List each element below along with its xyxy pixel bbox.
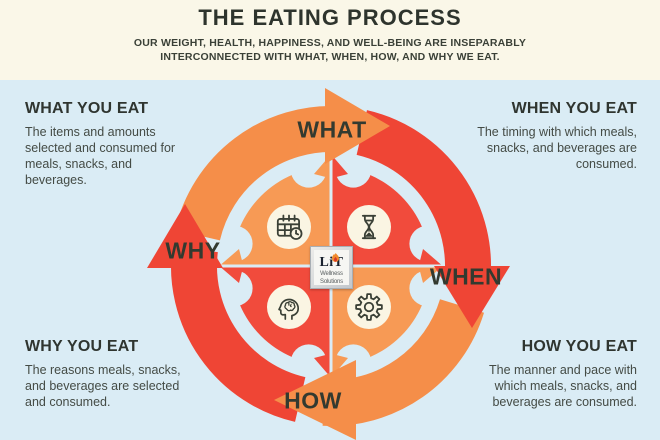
cycle-label-when: WHEN — [429, 263, 503, 290]
when-arc — [356, 110, 491, 286]
calendar-clock-icon — [276, 214, 303, 240]
page-subtitle: OUR WEIGHT, HEALTH, HAPPINESS, AND WELL-… — [133, 37, 527, 64]
section-what-heading: WHAT YOU EAT — [25, 100, 149, 117]
section-why-body: The reasons meals, snacks, and beverages… — [25, 363, 181, 409]
cycle-label-what: WHAT — [297, 116, 367, 143]
quadrant-notches — [216, 151, 446, 381]
why-arc — [171, 246, 306, 422]
quadrant-tabs — [221, 156, 441, 376]
brand-tagline-line2: Solutions — [320, 279, 343, 285]
brand-logo: LiT Wellness Solutions — [310, 246, 353, 289]
header-band — [0, 0, 660, 80]
flame-icon — [332, 253, 339, 262]
section-how: HOW YOU EAT The manner and pace with whi… — [465, 338, 637, 410]
section-how-body: The manner and pace with which meals, sn… — [488, 363, 637, 409]
cycle-label-why: WHY — [165, 237, 221, 264]
section-when-body: The timing with which meals, snacks, and… — [477, 125, 637, 171]
how-arrowhead — [274, 360, 356, 440]
inner-quadrants — [216, 151, 446, 381]
section-when: WHEN YOU EAT The timing with which meals… — [467, 100, 637, 172]
what-arc — [175, 106, 340, 241]
why-arrowhead — [147, 204, 223, 268]
how-icon-circle — [347, 285, 391, 329]
section-when-heading: WHEN YOU EAT — [511, 100, 637, 117]
cycle-ring — [147, 88, 510, 440]
section-how-heading: HOW YOU EAT — [521, 338, 637, 355]
hourglass-icon — [361, 214, 377, 240]
when-arrowhead — [434, 266, 510, 328]
section-what: WHAT YOU EAT The items and amounts selec… — [25, 100, 193, 188]
brand-tagline-line1: Wellness — [320, 271, 343, 277]
what-arrowhead — [325, 88, 390, 164]
head-brain-icon — [278, 298, 300, 320]
gear-icon — [355, 293, 383, 321]
cycle-label-how: HOW — [284, 387, 342, 414]
section-what-body: The items and amounts selected and consu… — [25, 125, 176, 187]
page-title: THE EATING PROCESS — [198, 5, 462, 30]
section-why-heading: WHY YOU EAT — [25, 338, 139, 355]
why-icon-circle — [267, 285, 311, 329]
what-icon-circle — [267, 205, 311, 249]
brand-logo-inner: LiT Wellness Solutions — [314, 250, 349, 285]
section-why: WHY YOU EAT The reasons meals, snacks, a… — [25, 338, 195, 410]
